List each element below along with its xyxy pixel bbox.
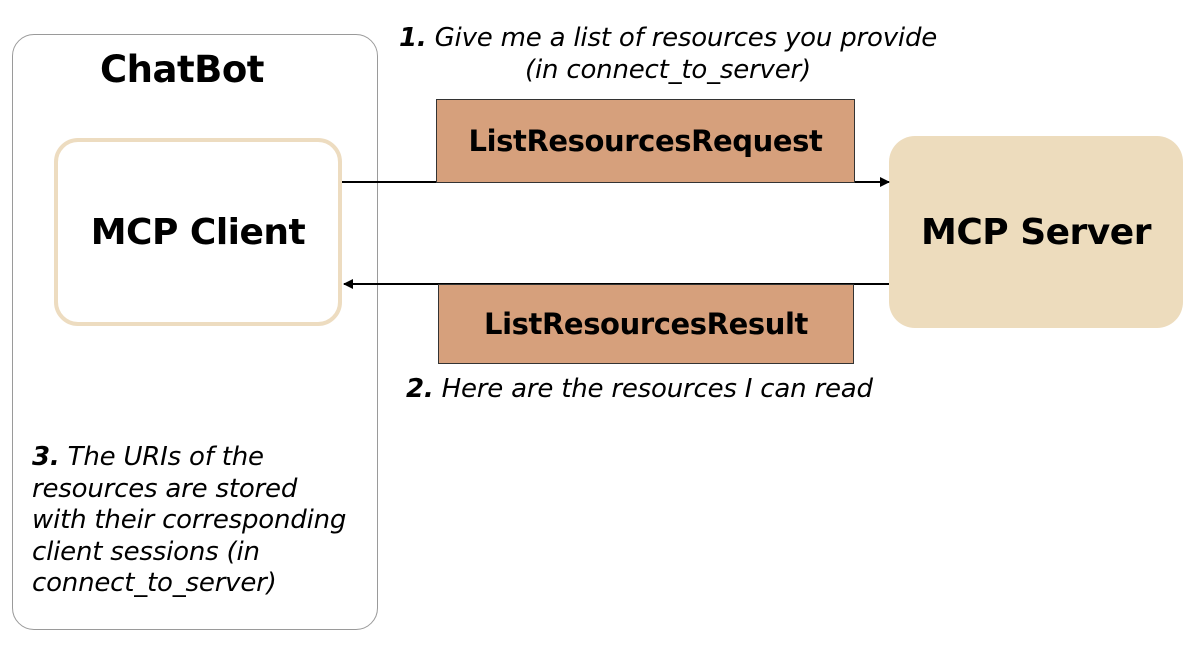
- step-3-text-line4: client sessions (in: [32, 536, 260, 567]
- step-2-number: 2.: [406, 374, 434, 404]
- step-1-text-line1: Give me a list of resources you provide: [434, 23, 938, 53]
- list-resources-result-label: ListResourcesResult: [484, 307, 808, 341]
- step-1-number: 1.: [398, 23, 427, 53]
- chatbot-title: ChatBot: [100, 48, 264, 91]
- mcp-server-node: MCP Server: [889, 136, 1183, 328]
- step-3-text-line1: The URIs of the: [67, 442, 264, 472]
- step-3-note: 3. The URIs of the resources are stored …: [32, 442, 372, 600]
- list-resources-request-label: ListResourcesRequest: [468, 124, 823, 158]
- mcp-client-node: MCP Client: [54, 138, 342, 326]
- mcp-client-label: MCP Client: [90, 211, 306, 253]
- chatbot-container: [12, 34, 378, 630]
- list-resources-result-box: ListResourcesResult: [438, 284, 854, 364]
- list-resources-request-box: ListResourcesRequest: [436, 99, 855, 183]
- step-2-note: 2. Here are the resources I can read: [406, 373, 906, 405]
- step-2-text: Here are the resources I can read: [441, 374, 873, 404]
- step-3-text-line3: with their corresponding: [32, 505, 347, 535]
- step-1-note: 1. Give me a list of resources you provi…: [388, 22, 948, 86]
- step-3-text-line5: connect_to_server): [32, 568, 277, 598]
- step-3-number: 3.: [32, 442, 60, 472]
- mcp-server-label: MCP Server: [921, 211, 1151, 253]
- step-1-text-line2: (in connect_to_server): [525, 55, 811, 85]
- step-3-text-line2: resources are stored: [32, 473, 298, 504]
